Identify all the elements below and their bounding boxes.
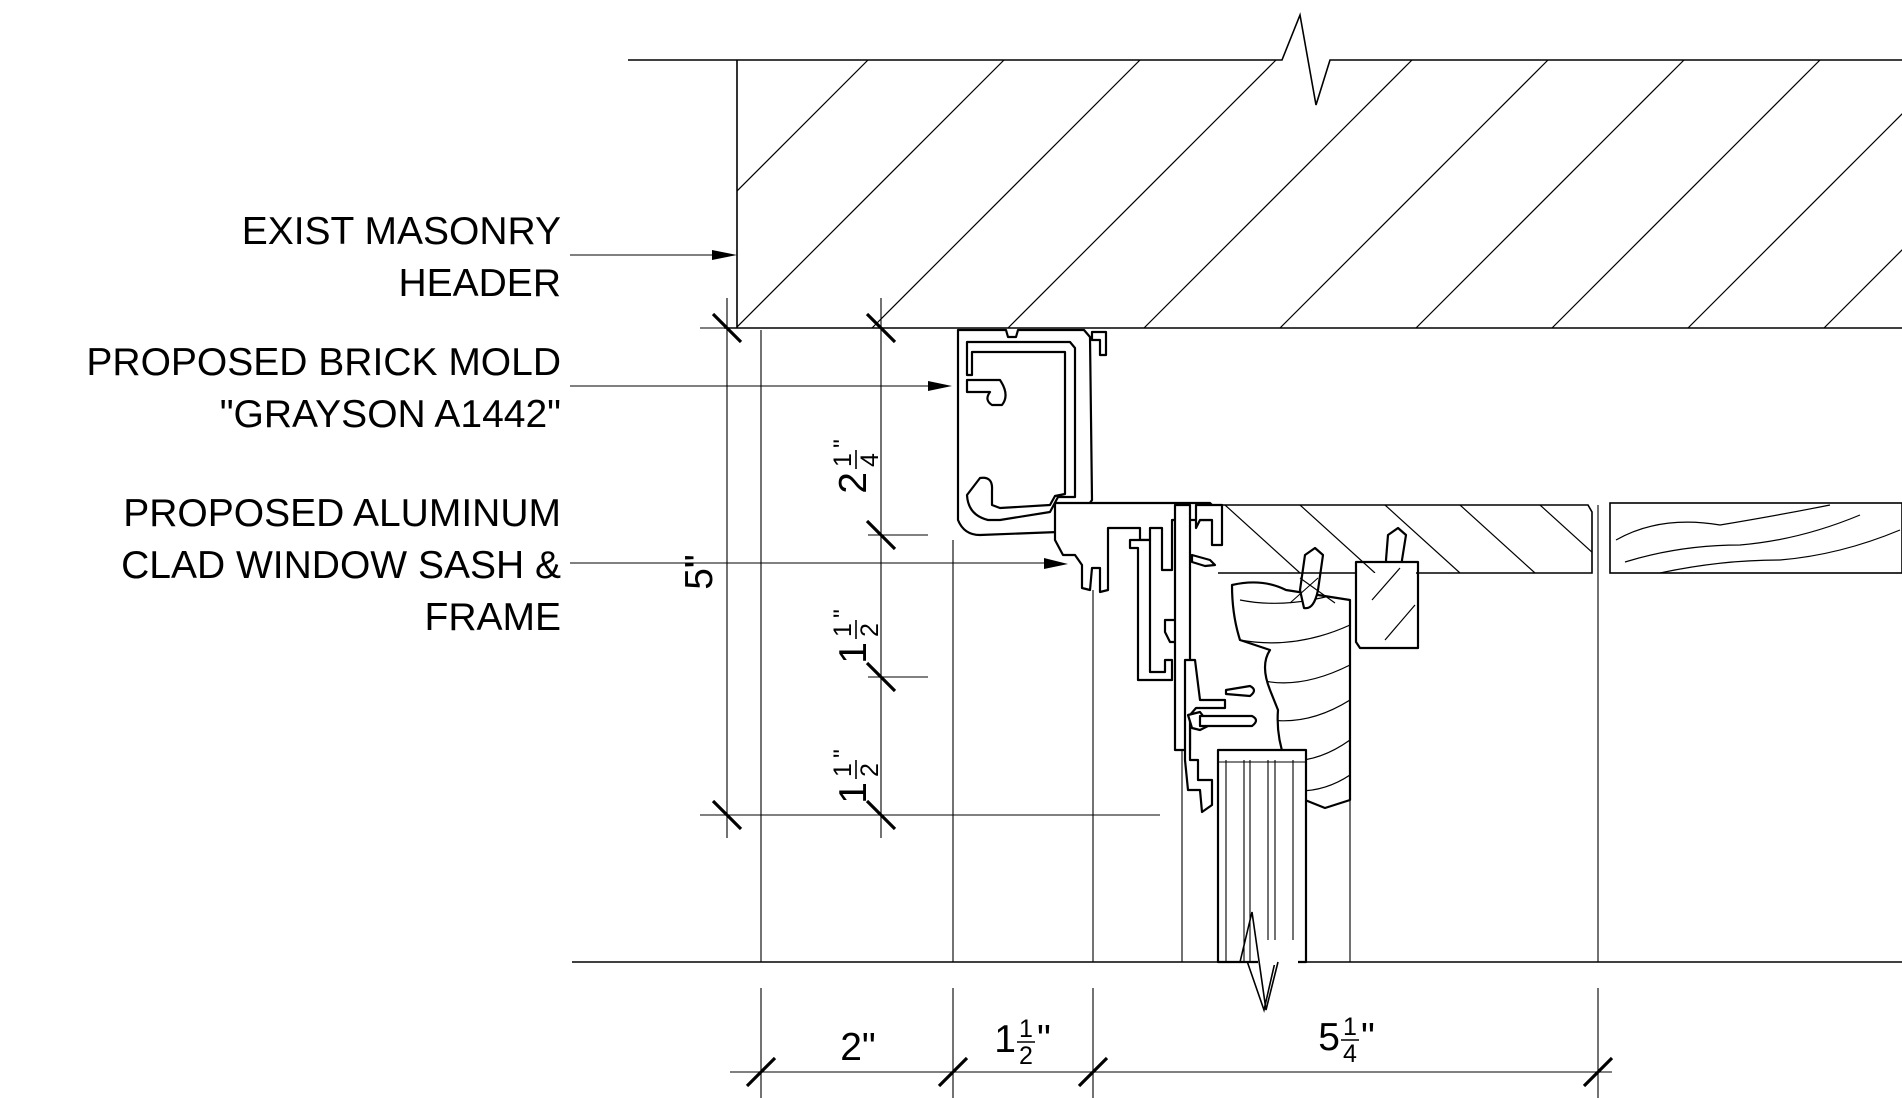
hatch-line [1007,59,1277,328]
label-line: "GRAYSON A1442" [220,393,561,436]
arrowhead-icon [1044,558,1068,569]
dim-unit: " [1037,1018,1051,1061]
dim-num: 1 [1019,1015,1033,1043]
hatch-line [1459,505,1536,573]
hatch-line [1687,59,1902,328]
dim-unit: " [829,609,857,618]
hatch-line [1415,59,1685,328]
label-line: EXIST MASONRY [242,210,561,253]
interior-trim [1218,502,1902,574]
dim-unit: " [829,439,857,448]
hatch-line [1143,59,1413,328]
dim-vert-2: 1 1 2 " [829,609,884,664]
callout-brick-mold: PROPOSED BRICK MOLD "GRAYSON A1442" [86,341,561,436]
interior-stop [1354,560,1420,650]
dim-whole: 5 [1318,1016,1340,1059]
leader-lines [570,250,1068,569]
dim-vert-3: 1 1 2 " [829,749,884,804]
dim-den: 2 [856,763,884,777]
dim-horiz-3: 5 1 4 " [1318,1013,1375,1068]
hatch-line [1823,59,1902,328]
hatch-line [1384,505,1461,573]
dim-unit: " [1361,1016,1375,1059]
dim-horiz-2: 1 1 2 " [994,1015,1051,1070]
dim-whole: 1 [994,1018,1016,1061]
label-line: CLAD WINDOW SASH & [121,544,561,587]
hatch-line [1551,59,1821,328]
hatch-line [871,59,1141,328]
callout-window: PROPOSED ALUMINUM CLAD WINDOW SASH & FRA… [121,492,561,639]
brick-mold-profile [956,328,1108,537]
dim-num: 1 [1343,1013,1357,1041]
label-line: PROPOSED ALUMINUM [123,492,561,535]
hatch-line [737,59,869,328]
dim-vert-1: 2 1 4 " [829,439,884,494]
dim-num: 1 [829,623,857,637]
dim-whole: 1 [832,642,875,664]
label-line: PROPOSED BRICK MOLD [86,341,561,384]
callout-masonry: EXIST MASONRY HEADER [242,210,561,305]
hatch-line [1539,505,1592,553]
aluminum-clad-frame [1053,501,1227,814]
dim-den: 2 [1019,1042,1033,1070]
dim-num: 1 [829,763,857,777]
glazing-unit [1216,748,1308,1011]
hatch-line [1299,505,1376,573]
masonry-header [628,12,1902,329]
arrowhead-icon [712,250,737,260]
dim-whole: 2 [832,472,875,494]
dimension-lines [700,298,1614,1098]
arrowhead-icon [928,381,952,391]
dim-overall-height: 5" [678,554,721,590]
dim-horiz-1: 2" [840,1026,876,1069]
label-line: FRAME [425,596,562,639]
dim-den: 4 [1343,1040,1357,1068]
hatch-line [1224,505,1301,573]
label-line: HEADER [398,262,561,305]
dim-den: 2 [856,623,884,637]
hatch-line [737,59,1005,328]
hatch-line [1279,59,1549,328]
dim-whole: 1 [832,782,875,804]
dim-unit: " [829,749,857,758]
dim-den: 4 [856,453,884,467]
dim-text: 5" [678,554,721,590]
dim-num: 1 [829,453,857,467]
